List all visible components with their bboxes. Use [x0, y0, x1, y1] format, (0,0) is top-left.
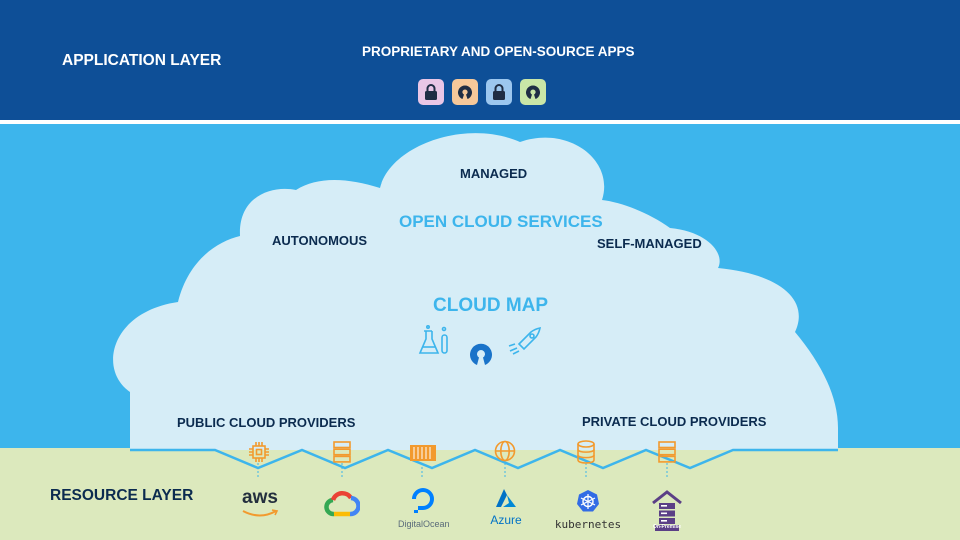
- cpu-chip-icon: [249, 442, 269, 462]
- kubernetes-label: kubernetes: [554, 518, 622, 531]
- resource-layer-label: RESOURCE LAYER: [50, 487, 194, 504]
- autonomous-label: AUTONOMOUS: [272, 233, 368, 248]
- azure-logo-icon: Azure: [486, 487, 526, 527]
- open-source-icon: [470, 343, 492, 365]
- cloud-map-label: CLOUD MAP: [433, 295, 549, 316]
- apps-title: PROPRIETARY AND OPEN-SOURCE APPS: [362, 44, 635, 59]
- rocket-icon: [508, 326, 542, 355]
- on-premise-logo-icon: On-Premise: [650, 489, 684, 531]
- app-lock-icon: [418, 79, 444, 105]
- server-icon: [658, 441, 676, 463]
- globe-icon: [494, 440, 516, 462]
- resource-layer-band: [0, 448, 960, 540]
- digitalocean-label: DigitalOcean: [398, 519, 450, 529]
- private-cloud-providers-label: PRIVATE CLOUD PROVIDERS: [582, 414, 767, 429]
- aws-logo-text: aws: [242, 487, 278, 508]
- lab-flask-icon: [418, 325, 448, 354]
- application-layer-label: APPLICATION LAYER: [62, 52, 222, 69]
- database-icon: [577, 440, 595, 464]
- azure-label: Azure: [490, 513, 522, 527]
- app-open-source-icon: [452, 79, 478, 105]
- google-cloud-logo-icon: [324, 490, 360, 517]
- aws-smile-icon: [242, 509, 279, 517]
- kubernetes-wheel-icon: [577, 490, 599, 512]
- managed-label: MANAGED: [460, 166, 528, 181]
- server-icon: [333, 441, 351, 463]
- digitalocean-logo-icon: DigitalOcean: [398, 488, 450, 529]
- azure-mark-icon: [496, 489, 516, 507]
- application-layer-band: [0, 0, 960, 120]
- layer-separator: [0, 120, 960, 124]
- digitalocean-mark-icon: [412, 488, 434, 513]
- aws-logo-icon: aws: [238, 488, 282, 522]
- on-premise-house-icon: [652, 490, 682, 531]
- open-cloud-services-label: OPEN CLOUD SERVICES: [399, 212, 603, 231]
- app-lock-icon: [486, 79, 512, 105]
- on-premise-label: On-Premise: [652, 524, 682, 530]
- kubernetes-logo-icon: kubernetes: [551, 489, 625, 531]
- app-open-source-icon: [520, 79, 546, 105]
- public-cloud-providers-label: PUBLIC CLOUD PROVIDERS: [177, 415, 356, 430]
- self-managed-label: SELF-MANAGED: [597, 236, 702, 251]
- container-icon: [410, 445, 436, 461]
